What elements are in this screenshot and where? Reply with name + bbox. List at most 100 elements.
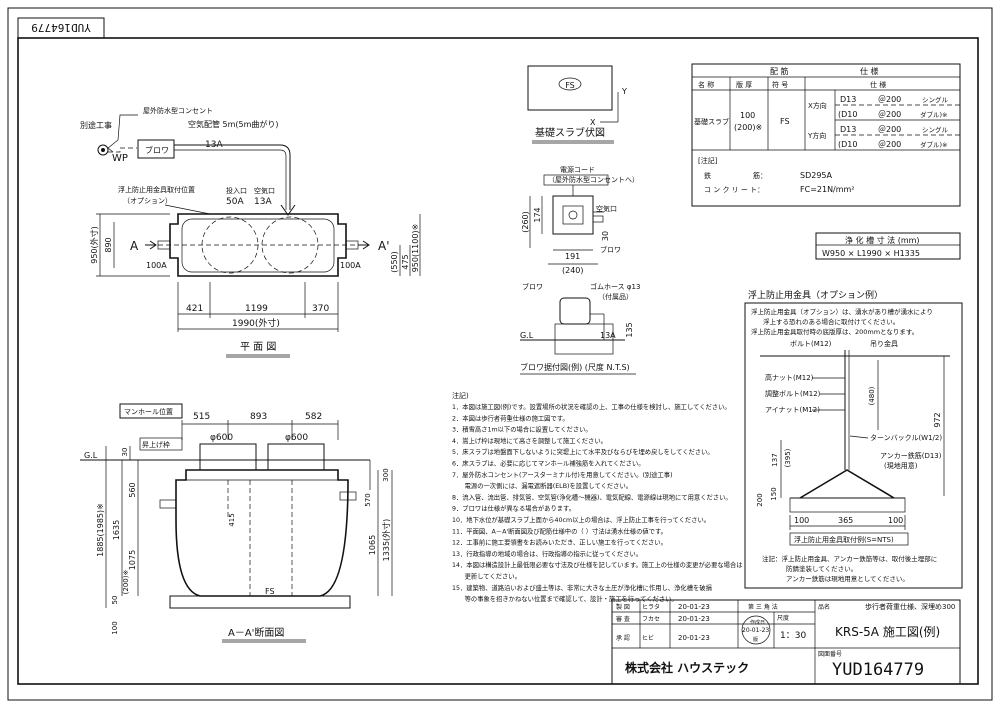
spec-r4b: ＠200 [878, 140, 901, 149]
section-dim-415: 415 [228, 513, 236, 526]
spec-name: 基礎スラブ [694, 117, 729, 126]
plan-100a-left: 100A [146, 261, 167, 270]
float-n3: 浮上防止用金具取付時の底版厚は、200mmとなります。 [751, 327, 918, 336]
float-dim-972: 972 [933, 412, 942, 427]
tb-prep: 作成日 [750, 619, 765, 626]
spec-r4a: (D10 [838, 140, 857, 149]
spec-r1c: シングル [922, 95, 949, 104]
blower-dim-174: 174 [533, 207, 542, 222]
section-tank-body [175, 469, 349, 597]
tb-company: 株式会社 ハウステック [625, 660, 749, 675]
notes-head: 注記) [452, 391, 469, 400]
blower-label-blower2: ブロワ [522, 282, 543, 291]
spec-r3c: シングル [922, 125, 949, 134]
blower-detail: 電源コード （屋外防水型コンセントへ） 空気口 (260) 174 30 ブロワ… [520, 165, 640, 375]
float-dim-480: (480) [868, 386, 876, 405]
section-title: A－A'断面図 [228, 626, 284, 639]
blower-dim-30: 30 [601, 231, 610, 241]
spec-h-symbol: 符 号 [772, 80, 788, 89]
note-line: 4．嵩上げ枠は現地にて高さを調整して施工ください。 [452, 436, 607, 445]
spec-symbol: FS [780, 117, 790, 126]
blower-hose-label2: （付属品） [598, 292, 633, 301]
section-dim-30: 30 [121, 448, 129, 457]
blower-13a-label: 13A [600, 331, 616, 340]
section-inlet-pipe [159, 499, 177, 509]
note-line: 3．積雪高さ1m以下の場合に設置してください。 [452, 425, 592, 434]
plan-air-head: 空気口 [254, 186, 275, 195]
note-line: 等の事象を招きかねない位置まで確認して、設計・施工を行ってください。 [452, 594, 678, 603]
float-anchor: アンカー鉄筋(D13) [880, 451, 942, 460]
plan-view: 別途工事 WP 屋外防水型コンセント ブロワ 空気配管 5m(5m曲がり) 13… [80, 106, 421, 358]
wp-dot-icon [101, 148, 105, 152]
plan-wp-label: WP [112, 153, 128, 164]
section-slab [169, 595, 351, 609]
float-n1: 浮上防止用金具（オプション）は、湧水があり槽が湧水により [751, 307, 933, 316]
plan-dim-550: (550) [390, 251, 399, 273]
float-dim-150: 150 [770, 487, 778, 500]
plan-50a: 50A [226, 197, 244, 207]
note-line: 10．地下水位が基礎スラブ上面から40cm以上の場合は、浮上防止工事を行ってくだ… [452, 515, 710, 524]
note-line: 11．平面図、A－A'断面図及び配筋仕様中の（ ）寸法は湧水仕様の値です。 [452, 526, 667, 535]
spec-h-name: 名 称 [698, 80, 714, 89]
section-phi2: φ600 [285, 433, 308, 443]
tb-name-label: 品名 [818, 603, 830, 611]
plan-air-pipe [174, 144, 291, 210]
note-line: 12．工事前に施工要領書をお読みいただき、正しい施工を行ってください。 [452, 538, 667, 547]
section-gl-label: G.L [84, 451, 98, 460]
blower-gl-label: G.L [520, 331, 534, 340]
float-turnbuckle: ターンバックル(W1/2) [870, 433, 942, 442]
blower-dim-135: 135 [625, 322, 634, 337]
spec-h-shiyou: 仕 様 [860, 66, 879, 76]
tb-shonin: 承 認 [616, 634, 630, 642]
float-c1: 注記：浮上防止用金具、アンカー鉄筋等は、取付後土埋部に [762, 554, 937, 563]
spec-x-dir: X方向 [808, 101, 827, 110]
spec-h-haikin: 配 筋 [770, 66, 789, 76]
plan-inlet-pipe [157, 240, 171, 250]
spec-note-h: [注記] [698, 156, 718, 165]
spec-thick: 100 [740, 111, 755, 120]
spec-r2a: (D10 [838, 110, 857, 119]
plan-dim-1990: 1990(外寸) [232, 317, 280, 329]
tb-date-stamp [741, 615, 771, 645]
inner-border [17, 37, 979, 685]
spec-r4c: ダブル)※ [920, 140, 947, 149]
section-dim-560: 560 [128, 482, 137, 497]
blower-dim-191: 191 [565, 252, 580, 261]
section-riser-1 [199, 443, 257, 471]
plan-outlet-label: 屋外防水型コンセント [143, 106, 213, 115]
blower-fan-icon [568, 210, 578, 220]
section-ladder-label: 昇上げ枠 [142, 440, 170, 449]
float-dim-137: 137 [771, 453, 779, 466]
note-line: 15．建築物、道路沿いおよび盛土等は、非常に大きな土圧が浄化槽に作用し、浄化槽を… [452, 583, 713, 592]
slab-plan: FS Y X 基礎スラブ伏図 [527, 65, 627, 144]
drawing-code-box [17, 17, 105, 39]
float-slab [789, 497, 906, 513]
plan-air-pipe-label: 空気配管 5m(5m曲がり) [188, 119, 279, 129]
slab-title: 基礎スラブ伏図 [535, 126, 605, 139]
spec-r1b: ＠200 [878, 95, 901, 104]
spec-thick2: (200)※ [734, 123, 762, 132]
title-block: 製 図 ヒラタ 20-01-23 審 査 フカセ 20-01-23 承 認 ヒビ… [611, 599, 961, 685]
spec-r1a: D13 [840, 95, 856, 104]
note-line: 5．床スラブは地盤面下しないように突堤上にて水平及びならびを埋め戻しをしてくださ… [452, 447, 714, 456]
float-nut-high: 高ナット(M12) [765, 373, 814, 382]
float-title: 浮上防止用金具（オプション例） [748, 289, 883, 301]
plan-tank-outline [169, 213, 347, 277]
plan-dim-475: 475 [401, 254, 410, 269]
spec-r3a: D13 [840, 125, 856, 134]
float-hanger: 吊り金具 [870, 339, 898, 348]
float-adj-bolt: 調整ボルト(M12) [765, 389, 821, 398]
spec-r3b: ＠200 [878, 125, 901, 134]
drawing-code-vertical: YUD164779 [31, 21, 91, 34]
tb-seizu: 製 図 [616, 603, 630, 611]
spec-note2-k: コ ン ク リ ー ト： [704, 186, 764, 194]
tb-scale-label: 尺度 [777, 614, 789, 622]
float-dim-365: 365 [838, 516, 853, 525]
tb-drawing-no: YUD164779 [832, 660, 924, 680]
tb-name-spec: 歩行者荷重仕様、深埋め300 [865, 602, 955, 611]
blower-cord-label2: （屋外防水型コンセントへ） [548, 175, 639, 184]
section-dim-1065: 1065 [368, 535, 377, 555]
plan-power-line [108, 147, 137, 153]
slab-y-label: Y [621, 87, 627, 96]
